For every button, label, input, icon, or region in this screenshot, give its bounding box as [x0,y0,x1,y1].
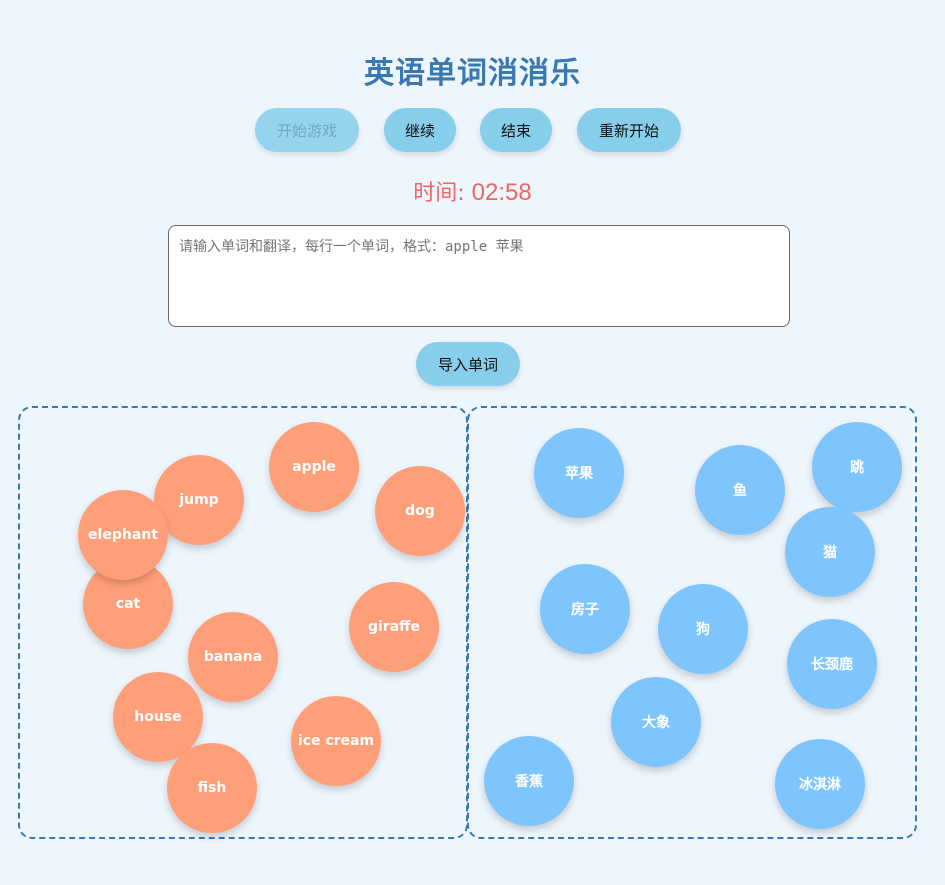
english-bubble[interactable]: dog [375,466,465,556]
chinese-bubble[interactable]: 香蕉 [484,736,574,826]
word-import-input[interactable] [168,225,790,327]
chinese-bubble[interactable]: 房子 [540,564,630,654]
chinese-word-panel: 苹果 鱼 跳 猫 房子 狗 长颈鹿 大象 香蕉 冰淇淋 [467,406,917,839]
chinese-bubble[interactable]: 鱼 [695,445,785,535]
timer-label: 时间: [413,181,465,206]
restart-button[interactable]: 重新开始 [577,108,681,152]
chinese-bubble[interactable]: 大象 [611,677,701,767]
english-bubble[interactable]: house [113,672,203,762]
timer: 时间: 02:58 [0,175,945,207]
english-bubble[interactable]: jump [154,455,244,545]
continue-button[interactable]: 继续 [384,108,456,152]
english-bubble[interactable]: ice cream [291,696,381,786]
chinese-bubble[interactable]: 苹果 [534,428,624,518]
end-button[interactable]: 结束 [480,108,552,152]
chinese-bubble[interactable]: 猫 [785,507,875,597]
chinese-bubble[interactable]: 狗 [658,584,748,674]
english-bubble[interactable]: banana [188,612,278,702]
english-bubble[interactable]: giraffe [349,582,439,672]
timer-value: 02:58 [471,179,532,206]
english-word-panel: jump apple dog cat elephant giraffe bana… [18,406,468,839]
english-bubble[interactable]: apple [269,422,359,512]
english-bubble[interactable]: elephant [78,490,168,580]
chinese-bubble[interactable]: 跳 [812,422,902,512]
import-words-button[interactable]: 导入单词 [416,342,520,386]
start-game-button[interactable]: 开始游戏 [255,108,359,152]
chinese-bubble[interactable]: 冰淇淋 [775,739,865,829]
english-bubble[interactable]: fish [167,743,257,833]
chinese-bubble[interactable]: 长颈鹿 [787,619,877,709]
page-title: 英语单词消消乐 [364,56,581,91]
